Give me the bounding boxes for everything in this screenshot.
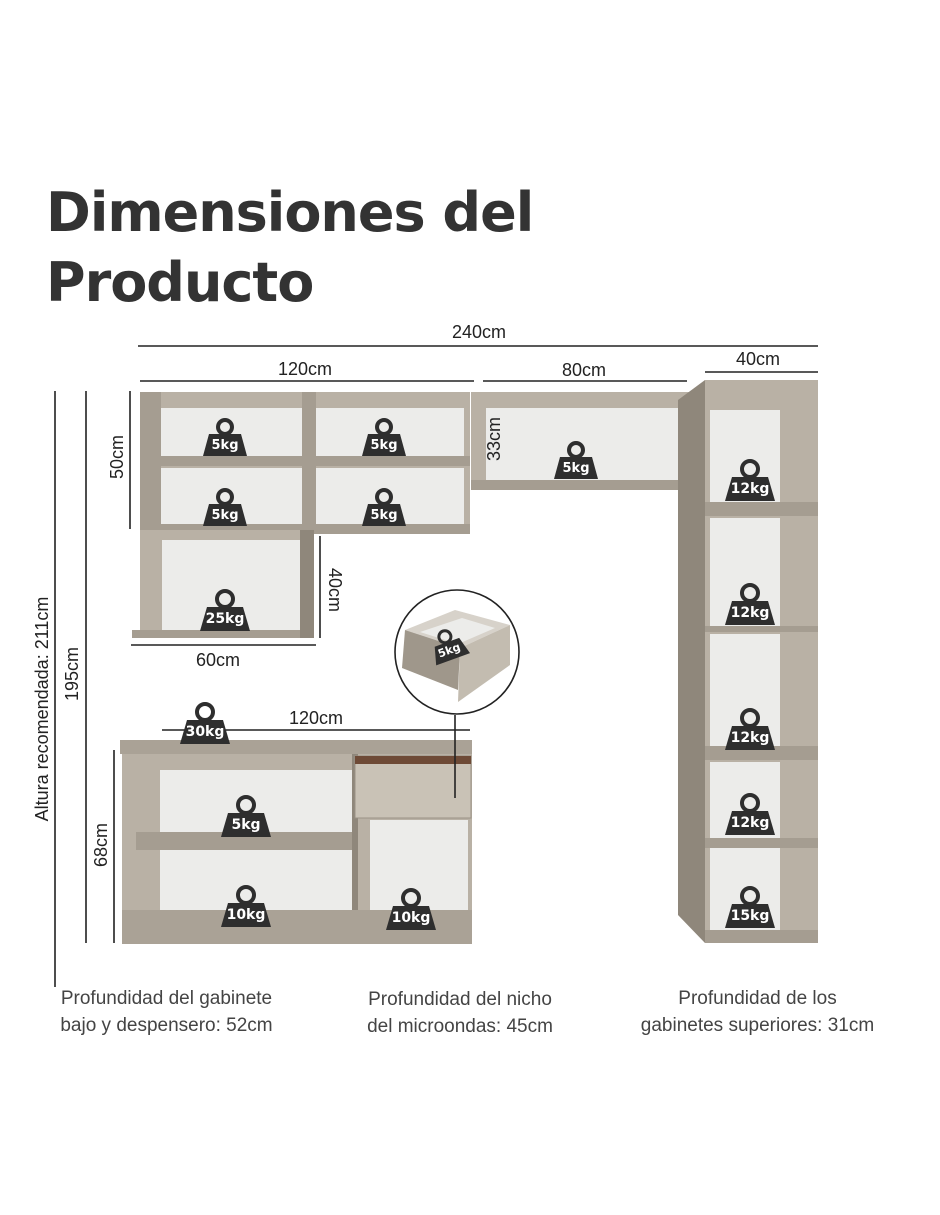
weight-icon <box>221 795 271 837</box>
weight-label: 12kg <box>731 481 770 497</box>
dim-cabinet60-height: 40cm <box>325 567 345 612</box>
page-title: Dimensiones del Producto <box>46 178 534 318</box>
note-base-depth: Profundidad del gabinete bajo y despense… <box>34 985 299 1039</box>
dim-base-height: 68cm <box>91 823 111 868</box>
weight-label: 25kg <box>206 611 245 627</box>
dim-recommended-height: Altura recomendada: 211cm <box>32 596 52 822</box>
dim-upper-left-height: 50cm <box>107 435 127 480</box>
note-upper-depth-line2: gabinetes superiores: 31cm <box>640 1015 875 1036</box>
weight-label: 10kg <box>392 910 431 926</box>
weight-labels: 5kg 5kg 5kg 5kg 5kg 25kg 5kg 30kg 5kg 10… <box>186 438 770 926</box>
note-microwave-depth: Profundidad del nicho del microondas: 45… <box>340 986 580 1040</box>
weight-icon <box>434 629 471 666</box>
weight-icon <box>554 441 598 479</box>
dim-total-height: 195cm <box>62 646 82 702</box>
weight-label: 10kg <box>227 907 266 923</box>
weight-icon <box>203 488 247 526</box>
title-line-1: Dimensiones del <box>46 181 534 244</box>
weight-icon <box>725 886 775 928</box>
weight-icon <box>203 418 247 456</box>
note-upper-depth-line1: Profundidad de los <box>678 988 837 1009</box>
dim-upper-mid-width: 80cm <box>562 360 607 380</box>
weight-icon <box>200 589 250 631</box>
weight-label: 30kg <box>186 724 225 740</box>
weight-icon <box>725 793 775 835</box>
note-upper-depth: Profundidad de los gabinetes superiores:… <box>615 985 900 1039</box>
weight-label: 5kg <box>212 508 239 523</box>
weight-icon <box>386 888 436 930</box>
note-microwave-depth-line2: del microondas: 45cm <box>367 1016 553 1037</box>
weight-label: 5kg <box>563 461 590 476</box>
weight-icon <box>725 708 775 750</box>
note-base-depth-line2: bajo y despensero: 52cm <box>60 1015 273 1036</box>
weight-icons <box>180 418 775 930</box>
weight-label: 5kg <box>231 817 260 833</box>
title-line-2: Producto <box>46 251 314 314</box>
weight-label: 5kg <box>212 438 239 453</box>
upper-left-cabinet <box>140 392 470 534</box>
weight-icon <box>362 418 406 456</box>
weight-label: 12kg <box>731 730 770 746</box>
weight-label: 5kg <box>371 438 398 453</box>
dim-tower-width: 40cm <box>736 349 781 369</box>
dim-total-width: 240cm <box>452 322 507 342</box>
weight-icon <box>725 459 775 501</box>
weight-label: 15kg <box>731 908 770 924</box>
dim-upper-mid-height: 33cm <box>484 417 504 462</box>
dim-cabinet60-width: 60cm <box>196 650 241 670</box>
weight-label: 12kg <box>731 605 770 621</box>
weight-icon <box>221 885 271 927</box>
weight-icon <box>180 702 230 744</box>
dim-base-width: 120cm <box>289 708 344 728</box>
dim-upper-left-width: 120cm <box>278 359 333 379</box>
tall-tower <box>678 380 818 943</box>
weight-label: 5kg <box>371 508 398 523</box>
note-microwave-depth-line1: Profundidad del nicho <box>368 989 552 1010</box>
weight-icon <box>362 488 406 526</box>
weight-icon <box>725 583 775 625</box>
note-base-depth-line1: Profundidad del gabinete <box>60 988 273 1009</box>
weight-label: 12kg <box>731 815 770 831</box>
